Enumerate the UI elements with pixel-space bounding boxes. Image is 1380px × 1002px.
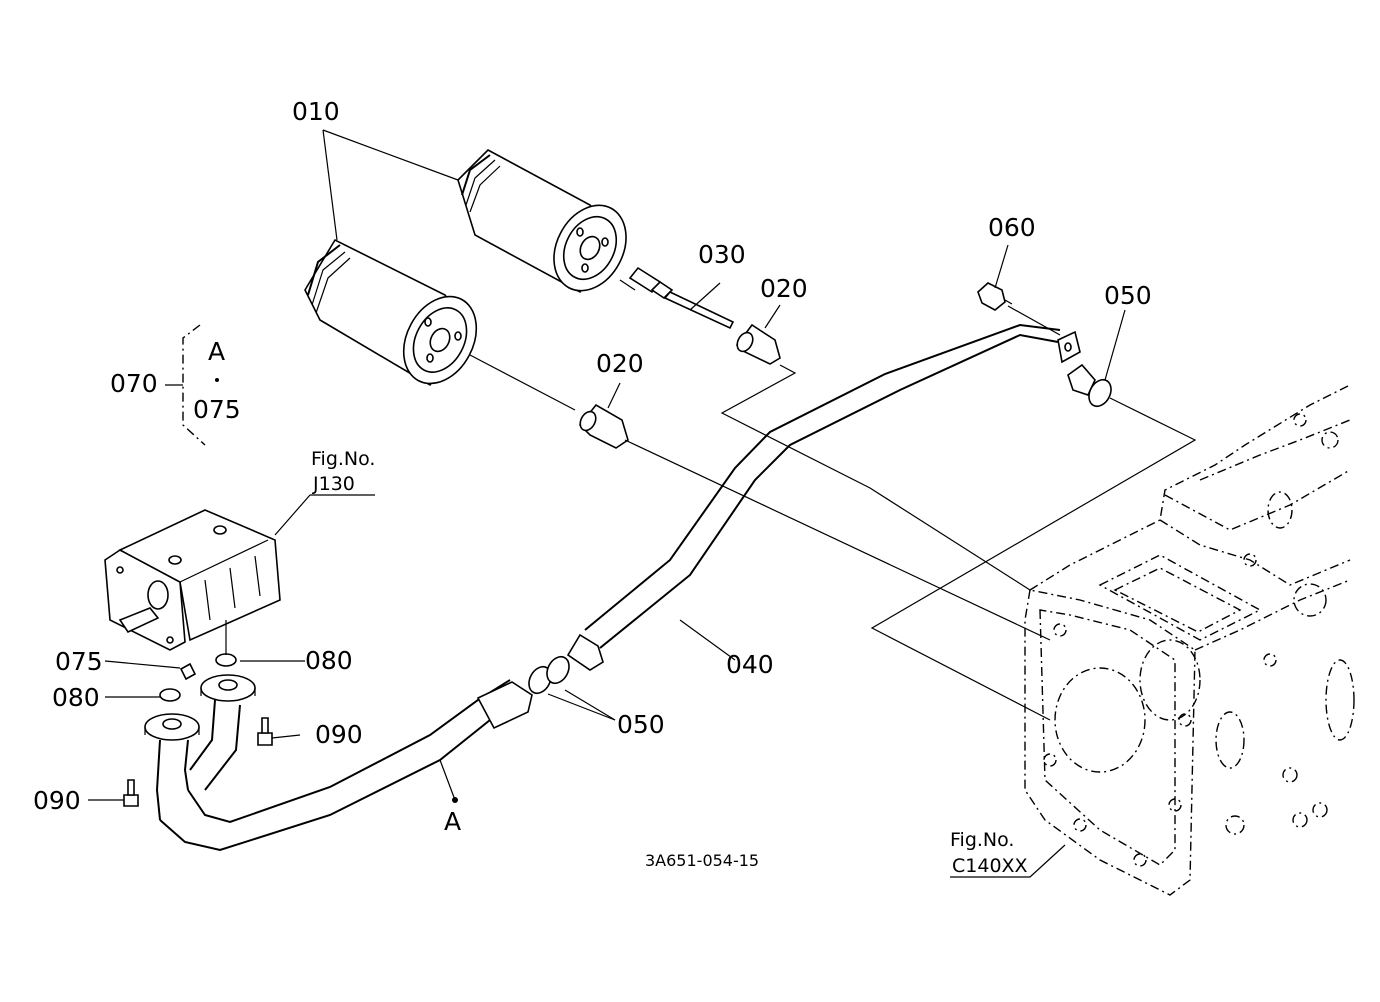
return-hose-040 [566, 323, 1061, 671]
label-050-left: 050 [617, 710, 665, 739]
o-ring-050-b [546, 655, 570, 685]
label-020-lower: 020 [596, 349, 644, 378]
ref-fig-label-2: Fig.No. [950, 829, 1014, 851]
ref-fig-number-2: C140XX [952, 855, 1028, 877]
flange-upper [200, 674, 256, 702]
label-075: 075 [55, 647, 103, 676]
label-080-right: 080 [305, 646, 353, 675]
label-090-right: 090 [315, 720, 363, 749]
label-060: 060 [988, 213, 1036, 242]
bracket-060 [1057, 330, 1096, 396]
pipe-030 [628, 266, 735, 330]
bolt-090-right [257, 717, 273, 746]
label-050-right: 050 [1104, 281, 1152, 310]
label-020-upper: 020 [760, 274, 808, 303]
flange-lower [144, 713, 200, 741]
drawing-code: 3A651-054-15 [645, 851, 759, 870]
label-090-left: 090 [33, 786, 81, 815]
plug-075 [179, 662, 197, 681]
oil-filter-upper [457, 149, 627, 294]
ref-fig-number-1: J130 [312, 473, 355, 495]
label-010: 010 [292, 97, 340, 126]
fitting-020-upper [735, 323, 781, 365]
label-point-a: A [444, 807, 461, 836]
label-080-left: 080 [52, 683, 100, 712]
label-040: 040 [726, 650, 774, 679]
o-ring-080-right [215, 653, 237, 667]
o-ring-050-a [528, 665, 552, 695]
oil-filter-lower [304, 238, 478, 387]
transmission-case [1024, 384, 1355, 896]
ref-fig-label-1: Fig.No. [311, 448, 375, 470]
group-bracket-070 [165, 324, 219, 446]
hydraulic-pump [104, 509, 281, 651]
label-075-group: 075 [193, 395, 241, 424]
o-ring-050-right [1088, 378, 1112, 408]
label-070: 070 [110, 369, 158, 398]
fitting-020-lower [578, 403, 629, 449]
leader-lines [88, 129, 1197, 878]
label-030: 030 [698, 240, 746, 269]
suction-pipe [155, 679, 533, 852]
label-group-a: A [208, 337, 225, 366]
bolt-060 [977, 282, 1013, 311]
o-ring-080-left [159, 688, 181, 702]
bolt-090-left [123, 779, 139, 807]
